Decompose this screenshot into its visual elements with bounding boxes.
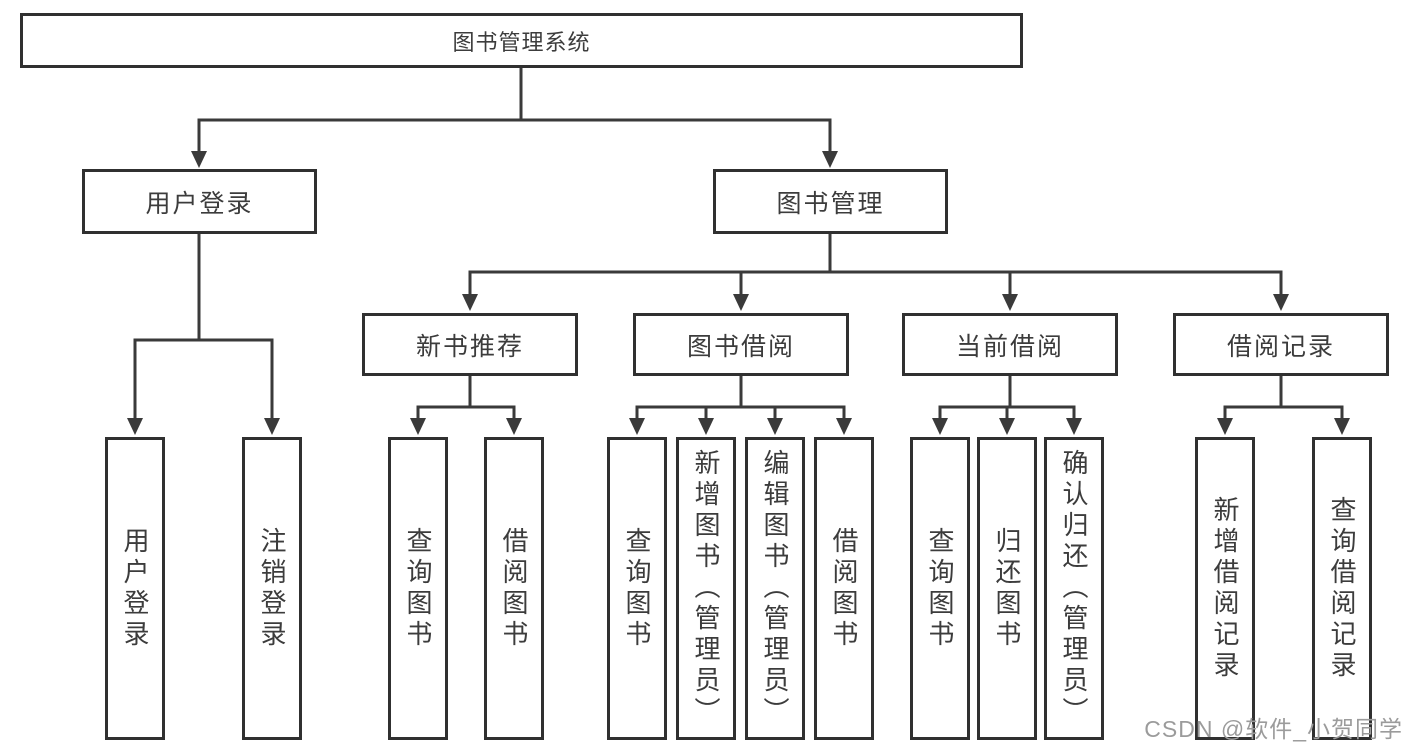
leaf-logout-label: 注销登录: [257, 526, 287, 651]
leaf-logout: 注销登录: [242, 437, 302, 740]
leaf-user-login-label: 用户登录: [120, 526, 150, 651]
leaf-user-login: 用户登录: [105, 437, 165, 740]
leaf-borrow-edit-book-label: 编辑图书（管理员）: [760, 449, 790, 728]
leaf-current-return-label: 归还图书: [992, 526, 1022, 651]
node-user-login: 用户登录: [82, 169, 317, 234]
leaf-newbook-query-label: 查询图书: [403, 526, 433, 651]
leaf-current-return: 归还图书: [977, 437, 1037, 740]
leaf-borrow-query-label: 查询图书: [622, 526, 652, 651]
leaf-current-confirm-return-label: 确认归还（管理员）: [1059, 449, 1089, 728]
leaf-records-add-label: 新增借阅记录: [1210, 495, 1240, 682]
leaf-borrow-edit-book: 编辑图书（管理员）: [745, 437, 805, 740]
leaf-records-query-label: 查询借阅记录: [1327, 495, 1357, 682]
leaf-borrow-borrow-book: 借阅图书: [814, 437, 874, 740]
node-book-borrow: 图书借阅: [633, 313, 849, 376]
node-book-management: 图书管理: [713, 169, 948, 234]
node-borrow-records: 借阅记录: [1173, 313, 1389, 376]
node-borrow-records-label: 借阅记录: [1226, 332, 1335, 361]
node-new-book-recommend: 新书推荐: [362, 313, 578, 376]
node-library-system-label: 图书管理系统: [452, 29, 591, 55]
leaf-borrow-add-book-label: 新增图书（管理员）: [691, 449, 721, 728]
leaf-borrow-borrow-book-label: 借阅图书: [829, 526, 859, 651]
leaf-current-confirm-return: 确认归还（管理员）: [1044, 437, 1104, 740]
leaf-borrow-query: 查询图书: [607, 437, 667, 740]
leaf-records-query: 查询借阅记录: [1312, 437, 1372, 740]
node-current-borrow: 当前借阅: [902, 313, 1118, 376]
node-book-management-label: 图书管理: [776, 189, 885, 218]
leaf-newbook-borrow-label: 借阅图书: [499, 526, 529, 651]
node-user-login-label: 用户登录: [145, 189, 254, 218]
node-current-borrow-label: 当前借阅: [955, 332, 1064, 361]
leaf-current-query: 查询图书: [910, 437, 970, 740]
leaf-newbook-query: 查询图书: [388, 437, 448, 740]
leaf-newbook-borrow: 借阅图书: [484, 437, 544, 740]
node-new-book-recommend-label: 新书推荐: [415, 332, 524, 361]
node-library-system: 图书管理系统: [20, 13, 1023, 68]
leaf-borrow-add-book: 新增图书（管理员）: [676, 437, 736, 740]
leaf-records-add: 新增借阅记录: [1195, 437, 1255, 740]
leaf-current-query-label: 查询图书: [925, 526, 955, 651]
csdn-watermark: CSDN @软件_小贺同学: [1144, 716, 1403, 742]
node-book-borrow-label: 图书借阅: [686, 332, 795, 361]
